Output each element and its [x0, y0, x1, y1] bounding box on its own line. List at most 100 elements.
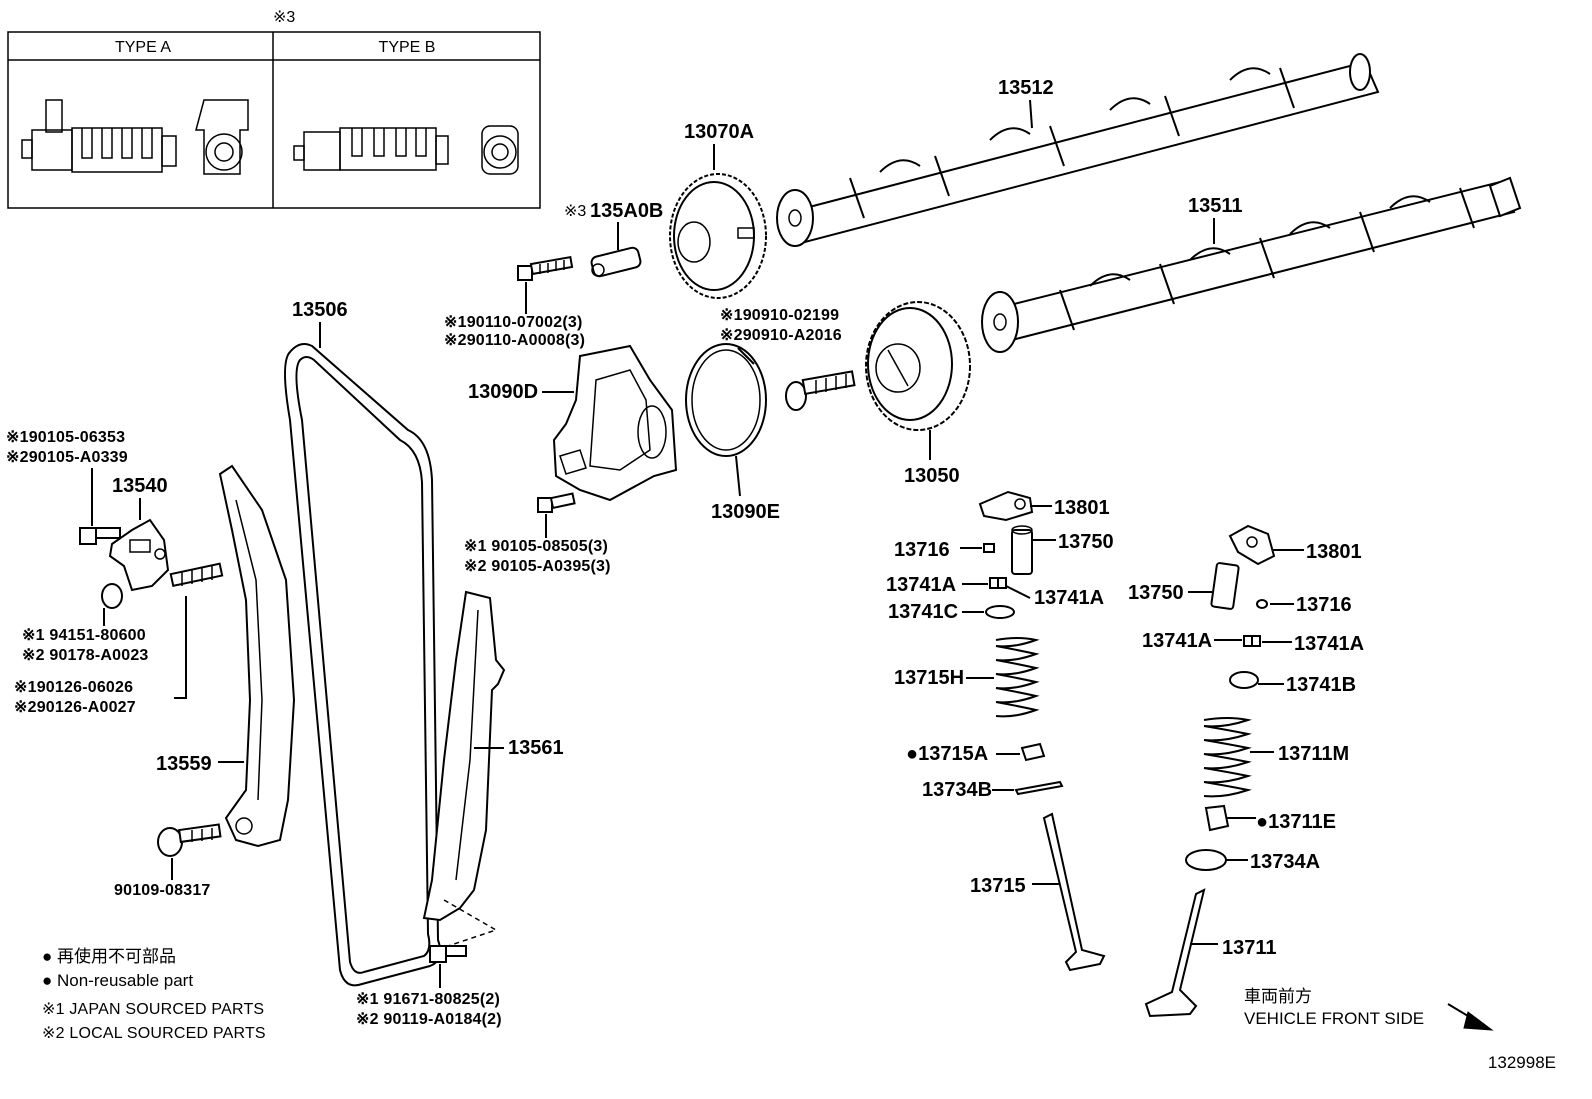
bolt-90105-d[interactable]	[537, 492, 576, 513]
gasket-13090E[interactable]	[685, 343, 767, 457]
cam-timing-gear-13070A[interactable]	[669, 173, 767, 299]
exhaust-camshaft-13512[interactable]	[776, 53, 1380, 247]
label-bolt-f-1: ※1 91671-80825(2)	[356, 991, 500, 1008]
bolt-91671[interactable]	[429, 945, 467, 963]
vehicle-front-indicator: 車両前方 VEHICLE FRONT SIDE	[1244, 987, 1494, 1031]
label-13711M: 13711M	[1278, 743, 1349, 765]
label-13741A-a1: 13741A	[886, 574, 956, 596]
label-13741A-b2: 13741A	[1294, 633, 1364, 655]
chain-slipper-13559[interactable]	[218, 464, 296, 848]
label-stud-2: ※290126-A0027	[14, 699, 136, 716]
valve-seal-13715A[interactable]	[1020, 742, 1046, 762]
label-13741A-b1: 13741A	[1142, 630, 1212, 652]
direction-en: VEHICLE FRONT SIDE	[1244, 1009, 1424, 1028]
label-13801-a: 13801	[1054, 497, 1110, 519]
label-13741B: 13741B	[1286, 674, 1356, 696]
cover-13090D[interactable]	[552, 344, 678, 502]
label-bolt-d-2: ※2 90105-A0395(3)	[464, 558, 611, 575]
valve-cap-13716-a[interactable]	[983, 543, 995, 553]
rocker-arm-13801-b[interactable]	[1228, 524, 1276, 566]
label-nut-2: ※2 90178-A0023	[22, 647, 149, 664]
label-13715: 13715	[970, 875, 1026, 897]
legend: ● 再使用不可部品 ● Non-reusable part ※1 JAPAN S…	[42, 946, 266, 1042]
type-inset-box: ※3 TYPE A TYPE B	[7, 9, 541, 209]
timing-chain-13506[interactable]	[284, 343, 442, 987]
valve-seat-13734A[interactable]	[1185, 849, 1227, 871]
label-13716-a: 13716	[894, 539, 950, 561]
chain-guide-13561[interactable]	[422, 590, 506, 922]
oil-control-valve-135A0B[interactable]	[590, 246, 642, 278]
label-bolt-d-1: ※1 90105-08505(3)	[464, 538, 608, 555]
rocker-arm-13801-a[interactable]	[978, 490, 1034, 522]
label-13561: 13561	[508, 737, 564, 759]
bolt-90105-c[interactable]	[79, 527, 121, 545]
type-a-label: TYPE A	[115, 39, 171, 56]
label-bolt-e: 90109-08317	[114, 882, 211, 899]
diagram-id: 132998E	[1488, 1053, 1556, 1072]
type-a-valve-drawing	[21, 99, 249, 175]
front-arrow-head-icon	[1463, 1011, 1494, 1031]
lash-adjuster-13750-b[interactable]	[1210, 562, 1240, 610]
label-13734A: 13734A	[1250, 851, 1320, 873]
label-135A0B: 135A0B	[590, 200, 663, 222]
label-13506: 13506	[292, 299, 348, 321]
label-13801-b: 13801	[1306, 541, 1362, 563]
label-13734B: 13734B	[922, 779, 992, 801]
bolt-90110[interactable]	[517, 255, 574, 281]
label-13050: 13050	[904, 465, 960, 487]
valve-cap-13716-b[interactable]	[1256, 599, 1268, 609]
valve-retainer-13741C[interactable]	[985, 605, 1015, 619]
tensioner-13540[interactable]	[108, 518, 170, 592]
label-13090E: 13090E	[711, 501, 780, 523]
legend-line-2: ● Non-reusable part	[42, 971, 193, 990]
label-bolt-a-2: ※290110-A0008(3)	[444, 332, 585, 349]
label-13741C: 13741C	[888, 601, 958, 623]
label-13512: 13512	[998, 77, 1054, 99]
legend-line-3: ※1 JAPAN SOURCED PARTS	[42, 1001, 264, 1018]
label-13711: 13711	[1222, 937, 1277, 959]
label-135A0B-note: ※3	[564, 203, 586, 220]
valve-spring-13711M[interactable]	[1203, 717, 1252, 798]
legend-line-1: ● 再使用不可部品	[42, 946, 176, 966]
label-13559: 13559	[156, 753, 212, 775]
label-13741A-a2: 13741A	[1034, 587, 1104, 609]
label-13090D: 13090D	[468, 381, 538, 403]
type-b-label: TYPE B	[379, 39, 436, 56]
cam-timing-gear-13050[interactable]	[865, 301, 971, 431]
label-stud-1: ※190126-06026	[14, 679, 133, 696]
valve-seal-13711E[interactable]	[1204, 804, 1230, 832]
stud-90126[interactable]	[169, 562, 224, 588]
label-bolt-c-2: ※290105-A0339	[6, 449, 128, 466]
label-bolt-f-2: ※2 90119-A0184(2)	[356, 1011, 502, 1028]
label-13716-b: 13716	[1296, 594, 1352, 616]
nut-94151[interactable]	[101, 583, 123, 609]
label-13540: 13540	[112, 475, 168, 497]
label-13750-a: 13750	[1058, 531, 1114, 553]
direction-jp: 車両前方	[1244, 987, 1312, 1006]
valve-spring-13715H[interactable]	[995, 637, 1040, 718]
label-bolt-c-1: ※190105-06353	[6, 429, 125, 446]
inset-note-mark: ※3	[273, 9, 295, 26]
legend-line-4: ※2 LOCAL SOURCED PARTS	[42, 1025, 266, 1042]
label-bolt-b-2: ※290910-A2016	[720, 327, 842, 344]
valve-keepers-13741A-b[interactable]	[1243, 635, 1261, 647]
label-13070A: 13070A	[684, 121, 754, 143]
label-13750-b: 13750	[1128, 582, 1184, 604]
bolt-90910[interactable]	[785, 370, 856, 411]
label-13715H: 13715H	[894, 667, 964, 689]
valve-seat-13734B[interactable]	[1014, 780, 1064, 796]
intake-camshaft-13511[interactable]	[981, 176, 1522, 353]
valve-retainer-13741B[interactable]	[1229, 671, 1259, 689]
label-bolt-a-1: ※190110-07002(3)	[444, 314, 583, 331]
valve-13711[interactable]	[1144, 888, 1206, 1018]
label-nut-1: ※1 94151-80600	[22, 627, 146, 644]
lash-adjuster-13750-a[interactable]	[1011, 525, 1033, 575]
label-bolt-b-1: ※190910-02199	[720, 307, 839, 324]
label-13511: 13511	[1188, 195, 1243, 217]
label-13715A: ●13715A	[906, 743, 988, 765]
bolt-90109[interactable]	[157, 823, 222, 857]
valve-13715[interactable]	[1042, 812, 1106, 972]
type-b-valve-drawing	[293, 125, 519, 175]
valve-keepers-13741A-a[interactable]	[989, 577, 1007, 589]
